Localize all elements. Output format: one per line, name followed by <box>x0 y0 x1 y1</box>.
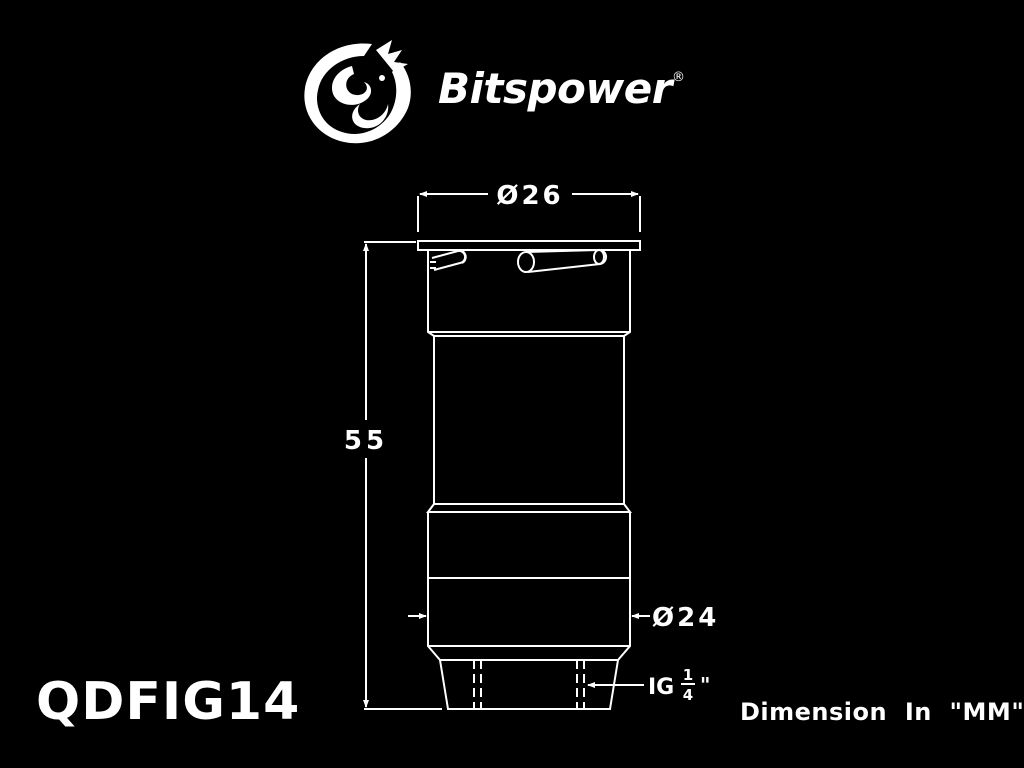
bottom-diameter-label: Ø24 <box>652 603 719 633</box>
fitting-outline <box>417 240 641 710</box>
internal-thread-lines <box>473 660 585 709</box>
locking-pin-left <box>430 249 467 271</box>
thread-denominator: 4 <box>683 686 693 704</box>
top-diameter-label: Ø26 <box>496 181 563 211</box>
dimension-unit-note: Dimension In "MM" <box>740 698 1024 726</box>
height-dimension <box>363 241 442 710</box>
locking-pin-right <box>517 248 608 273</box>
height-label: 55 <box>344 426 388 456</box>
thread-suffix: " <box>700 673 710 697</box>
thread-prefix: IG <box>648 675 674 700</box>
registered-mark: ® <box>672 70 685 85</box>
thread-numerator: 1 <box>683 666 693 684</box>
model-number: QDFIG14 <box>36 672 301 732</box>
brand-name: Bitspower <box>438 64 672 113</box>
top-diameter-dimension <box>417 191 641 232</box>
thread-spec: IG 1 4 " <box>648 666 710 704</box>
dragon-logo-icon <box>304 40 411 144</box>
